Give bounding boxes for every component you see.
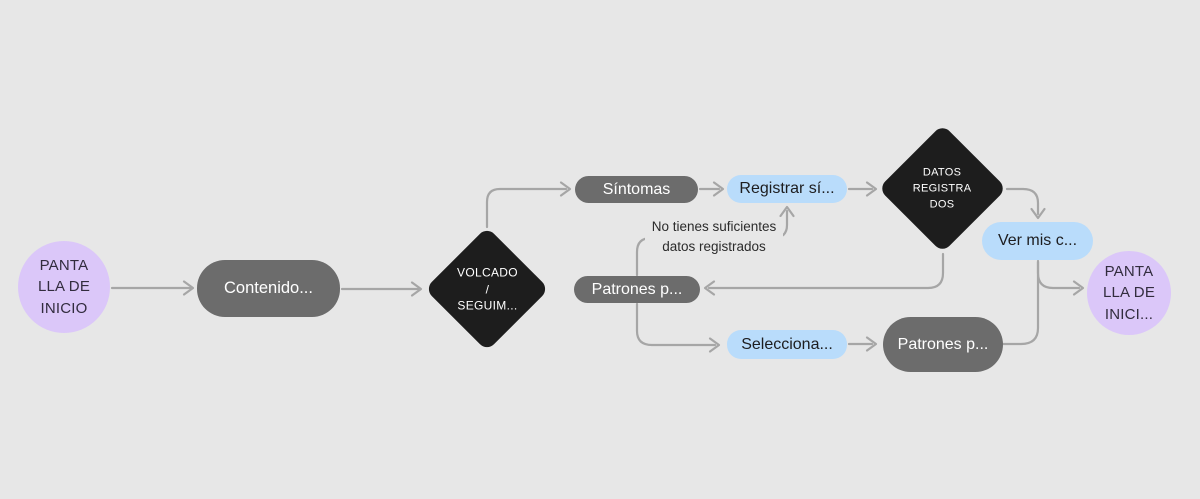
arrowhead-right-icon	[182, 280, 195, 296]
arrowhead-up-icon	[779, 205, 795, 218]
node-contenido[interactable]: Contenido...	[197, 260, 340, 317]
node-patrones-bottom[interactable]: Patrones p...	[883, 317, 1003, 372]
edge-vermis-to-end	[1036, 259, 1081, 290]
arrowhead-left-icon	[703, 280, 716, 296]
arrowhead-right-icon	[708, 337, 721, 353]
arrowhead-right-icon	[559, 181, 572, 197]
arrowhead-right-icon	[410, 281, 423, 297]
arrowhead-right-icon	[712, 181, 725, 197]
node-datos-label: DATOS REGISTRA DOS	[913, 166, 972, 211]
edge-patronesb-to-end	[1001, 260, 1040, 346]
node-sintomas[interactable]: Síntomas	[575, 176, 698, 203]
node-patrones-mid[interactable]: Patrones p...	[574, 276, 700, 303]
edge-datos-to-patrones	[707, 252, 945, 290]
edge-patrones-to-selecciona	[635, 302, 717, 347]
node-start-circle[interactable]: PANTA LLA DE INICIO	[18, 241, 110, 333]
edge-label-no-data: No tienes suficientes datos registrados	[645, 217, 783, 261]
arrowhead-right-icon	[865, 181, 878, 197]
node-registrar[interactable]: Registrar sí...	[727, 175, 847, 203]
arrowhead-right-icon	[865, 336, 878, 352]
edge-datos-to-vermis	[1005, 187, 1040, 216]
arrowhead-down-icon	[1030, 207, 1046, 220]
node-end-circle[interactable]: PANTA LLA DE INICI...	[1087, 251, 1171, 335]
node-ver-mis[interactable]: Ver mis c...	[982, 222, 1093, 260]
edge-volcado-to-sintomas	[485, 187, 568, 229]
node-volcado-label: VOLCADO / SEGUIM...	[456, 265, 518, 313]
arrowhead-right-icon	[1072, 280, 1085, 296]
node-selecciona[interactable]: Selecciona...	[727, 330, 847, 359]
